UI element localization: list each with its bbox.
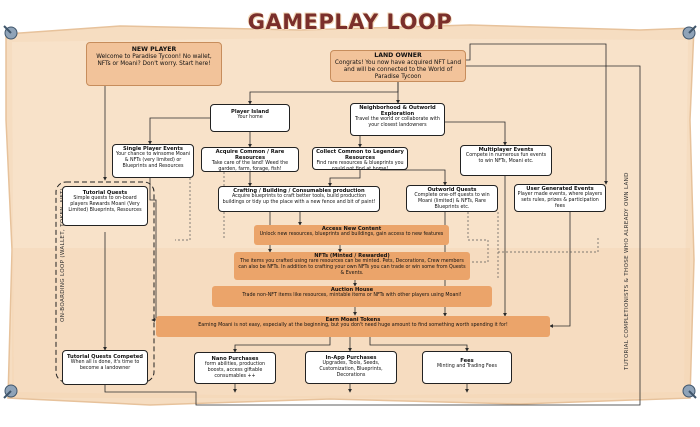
earn-moani-text: Earning Moani is not easy, especially at… [198, 323, 508, 329]
pin-icon [682, 384, 697, 399]
pin-icon [3, 384, 18, 399]
new-player-title: NEW PLAYER [131, 46, 177, 53]
fees-title: Fees [460, 358, 474, 364]
nfts-box: NFTs (Minted / Rewarded) The items you c… [234, 252, 470, 280]
tutorial-quests-box: Tutorial Quests Simple quests to on-boar… [62, 186, 148, 226]
crafting-title: Crafting / Building / Consumables produc… [233, 188, 365, 194]
auction-house-box: Auction House Trade non-NFT items like r… [212, 286, 492, 307]
land-owner-title: LAND OWNER [374, 52, 422, 59]
diagram-title: GAMEPLAY LOOP [247, 10, 453, 34]
single-player-events-text: Your chance to winsome Moani & NFTs (ver… [115, 152, 191, 169]
neighborhood-text: Travel the world or collaborate with you… [355, 117, 440, 129]
earn-moani-box: Earn Moani Tokens Earning Moani is not e… [156, 316, 550, 337]
neighborhood-title: Neighborhood & Outworld Exploration [359, 105, 436, 118]
access-content-text: Unlock new resources, blueprints and bui… [259, 232, 444, 238]
player-island-text: Your home [237, 115, 263, 121]
nano-purchases-box: Nano Purchases form abilities, productio… [194, 352, 276, 384]
land-owner-text: Congrats! You now have acquired NFT Land… [334, 60, 462, 80]
single-player-events-box: Single Player Events Your chance to wins… [112, 144, 194, 178]
completionists-label: TUTORIAL COMPLETIONISTS & THOSE WHO ALRE… [624, 172, 630, 370]
user-events-box: User Generated Events Player made events… [514, 184, 606, 212]
earn-moani-title: Earn Moani Tokens [325, 317, 381, 323]
single-player-events-title: Single Player Events [123, 146, 183, 152]
nfts-text: The items you crafted using rare resourc… [238, 259, 466, 276]
user-events-text: Player made events, where players sets r… [517, 192, 603, 209]
multiplayer-events-title: Multiplayer Events [478, 147, 534, 153]
tutorial-quests-title: Tutorial Quests [82, 190, 128, 196]
new-player-text: Welcome to Paradise Tycoon! No wallet, N… [96, 54, 212, 67]
crafting-box: Crafting / Building / Consumables produc… [218, 186, 380, 212]
player-island-box: Player Island Your home [210, 104, 290, 132]
in-app-purchases-title: In-App Purchases [325, 355, 377, 361]
nano-purchases-text: form abilities, production boosts, acces… [204, 362, 266, 379]
auction-house-title: Auction House [330, 287, 374, 293]
outworld-quests-title: Outworld Quests [427, 187, 477, 193]
collect-resources-title: Collect Common to Legendary Resources [316, 149, 404, 162]
collect-resources-text: Find rare resources & blueprints you cou… [316, 161, 404, 170]
neighborhood-box: Neighborhood & Outworld Exploration Trav… [350, 103, 445, 136]
tutorial-completed-title: Tutorial Quests Competed [67, 354, 143, 360]
crafting-text: Acquire blueprints to craft better tools… [222, 194, 376, 205]
multiplayer-events-box: Multiplayer Events Compete in numerous f… [460, 145, 552, 176]
user-events-title: User Generated Events [526, 186, 594, 192]
outworld-quests-text: Complete one-off quests to win Moani (li… [414, 193, 490, 210]
acquire-resources-box: Acquire Common / Rare Resources Take car… [201, 147, 299, 172]
auction-house-text: Trade non-NFT items like resources, mint… [242, 293, 462, 299]
land-owner-box: LAND OWNER Congrats! You now have acquir… [330, 50, 466, 82]
tutorial-completed-box: Tutorial Quests Competed When all is don… [62, 350, 148, 385]
pin-icon [682, 25, 697, 40]
in-app-purchases-box: In-App Purchases Upgrades, Tools, Seeds,… [305, 351, 397, 384]
access-content-title: Access New Content [321, 226, 382, 232]
tutorial-completed-text: When all is done, it's time to become a … [70, 360, 140, 371]
collect-resources-box: Collect Common to Legendary Resources Fi… [312, 147, 408, 170]
fees-text: Minting and Trading Fees [437, 364, 497, 370]
new-player-box: NEW PLAYER Welcome to Paradise Tycoon! N… [86, 42, 222, 86]
pin-icon [3, 25, 18, 40]
acquire-resources-title: Acquire Common / Rare Resources [215, 149, 285, 162]
fees-box: Fees Minting and Trading Fees [422, 351, 512, 384]
tutorial-quests-text: Simple quests to on-board players Reward… [68, 196, 142, 213]
nfts-title: NFTs (Minted / Rewarded) [314, 253, 390, 259]
multiplayer-events-text: Compete in numerous fun events to win NF… [465, 153, 547, 164]
acquire-resources-text: Take care of the land! Weed the garden, … [211, 161, 289, 172]
access-content-box: Access New Content Unlock new resources,… [254, 225, 449, 245]
nano-purchases-title: Nano Purchases [211, 356, 259, 362]
in-app-purchases-text: Upgrades, Tools, Seeds, Customization, B… [319, 361, 383, 378]
player-island-title: Player Island [231, 109, 269, 115]
outworld-quests-box: Outworld Quests Complete one-off quests … [406, 185, 498, 212]
